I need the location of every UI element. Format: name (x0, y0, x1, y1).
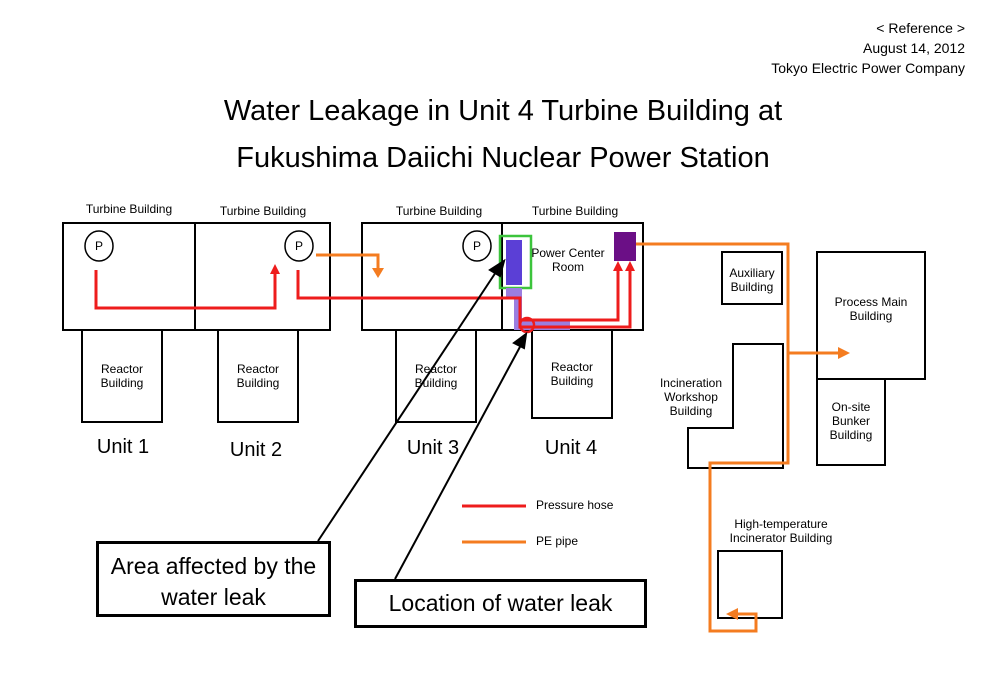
pressure-hose-unit1-2 (94, 270, 277, 310)
pressure-hose-unit2-4 (296, 268, 632, 329)
affected-area-fill (506, 240, 522, 285)
unit-3-label: Unit 3 (406, 437, 460, 459)
unit4-reactor-label: Reactor Building (550, 360, 594, 388)
pump-unit1 (84, 230, 114, 262)
unit2-turbine-label: Turbine Building (219, 204, 307, 218)
arrowhead (726, 608, 738, 620)
high-temp-incinerator-label: High-temperature Incinerator Building (729, 517, 833, 545)
arrowhead (838, 347, 850, 359)
unit3-reactor-building (395, 329, 477, 423)
affected-area-floor (506, 288, 570, 330)
arrowhead (625, 261, 635, 271)
pump-label-unit2: P (294, 239, 303, 253)
title-line-1: Water Leakage in Unit 4 Turbine Building… (223, 95, 783, 127)
unit-2-label: Unit 2 (229, 439, 283, 461)
leader-line-leak-location (394, 344, 522, 580)
arrowhead (270, 264, 280, 274)
arrowhead (372, 268, 384, 278)
unit1-turbine-building (62, 222, 196, 331)
callout-affected-area: Area affected by the water leak (96, 541, 331, 617)
date-label: August 14, 2012 (863, 40, 965, 56)
incineration-workshop-building (687, 343, 784, 469)
onsite-bunker-building (816, 378, 886, 466)
unit3-turbine-label: Turbine Building (395, 204, 483, 218)
unit1-reactor-building (81, 329, 163, 423)
unit4-reactor-building (531, 329, 613, 419)
unit2-reactor-label: Reactor Building (236, 362, 280, 390)
auxiliary-building-label: Auxiliary Building (729, 266, 775, 294)
arrowhead (488, 258, 506, 278)
pe-pipe-unit2-3 (316, 253, 380, 270)
unit-1-label: Unit 1 (96, 436, 150, 458)
leader-line-affected-area (317, 271, 497, 542)
pe-pipe-main (636, 242, 790, 633)
unit-4-label: Unit 4 (544, 437, 598, 459)
reference-label: < Reference > (876, 20, 965, 36)
incineration-workshop-label: Incineration Workshop Building (659, 376, 723, 418)
callout-leak-location: Location of water leak (354, 579, 647, 628)
pump-unit2 (284, 230, 314, 262)
onsite-bunker-building-label: On-site Bunker Building (829, 400, 873, 442)
unit3-reactor-label: Reactor Building (414, 362, 458, 390)
unit1-turbine-label: Turbine Building (85, 202, 173, 216)
unit4-turbine-label: Turbine Building (531, 204, 619, 218)
arrowhead (613, 261, 623, 271)
company-label: Tokyo Electric Power Company (771, 60, 965, 76)
legend-pe-pipe: PE pipe (536, 534, 579, 548)
unit2-reactor-building (217, 329, 299, 423)
arrowhead (512, 331, 528, 350)
pressure-hose-unit4-branch (520, 268, 620, 322)
power-center-room-label: Power Center Room (531, 246, 605, 274)
process-main-building-label: Process Main Building (834, 295, 908, 323)
pump-label-unit3: P (472, 239, 481, 253)
title-line-2: Fukushima Daiichi Nuclear Power Station (236, 142, 770, 174)
legend-pressure-hose: Pressure hose (536, 498, 614, 512)
equipment-block (614, 232, 636, 261)
pump-label-unit1: P (94, 239, 103, 253)
pump-unit3 (462, 230, 492, 262)
unit1-reactor-label: Reactor Building (100, 362, 144, 390)
high-temp-incinerator-building (717, 550, 783, 619)
auxiliary-building (721, 251, 783, 305)
